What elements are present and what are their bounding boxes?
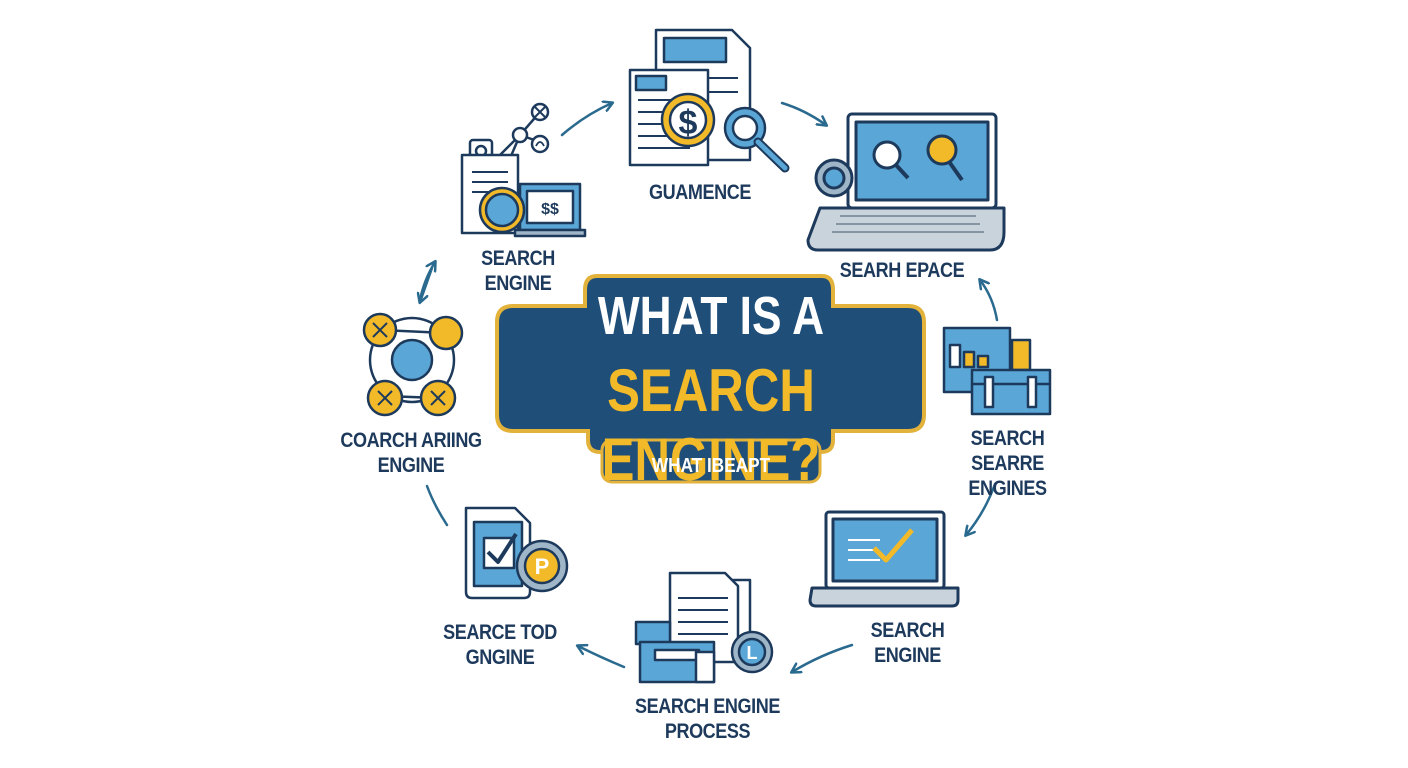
node-label-bottom-center-line1: SEARCH ENGINE [635,695,780,718]
cycle-arrows [420,101,999,672]
title-panel [495,274,926,484]
arrow-bottomright-to-bottomcenter [792,643,854,672]
node-label-mid-right-line1: SEARCH SEARRE [970,427,1045,475]
arrow-left-lower [425,484,449,527]
arrow-topleft-to-topcenter [560,103,612,137]
node-label-bottom-center-line2: PROCESS [664,720,751,743]
finance-document-icon [628,28,790,173]
node-label-mid-right-line2: ENGINES [968,477,1047,500]
dollar-symbol: $ [679,104,698,142]
node-label-top-right: SEARH EPACE [839,259,965,282]
node-label-mid-left-line2: ENGINE [377,454,445,477]
node-label-bottom-left-line2: GNGINE [465,646,535,669]
clock-symbol: L [747,643,758,663]
arrow-right-down [966,482,997,535]
coin-network-icon [362,312,464,417]
node-label-mid-left-line1: COARCH ARIING [340,429,482,452]
node-label-bottom-center: SEARCH ENGINE PROCESS [632,694,783,744]
cash-screen-symbol: $$ [541,201,559,218]
tablet-check-icon [464,506,569,600]
arrow-right-up [980,280,999,322]
node-label-bottom-left: SEARCE TOD GNGINE [436,620,565,670]
network-document-icon [460,102,587,238]
coin-p-symbol: P [535,554,550,579]
title-line-2: SEARCH ENGINE? [601,357,821,493]
arrow-bottomcenter-to-bottomleft [578,646,626,669]
title-line-1: WHAT IS A [597,286,825,346]
arrow-left-upper-b [420,266,434,302]
node-label-mid-left: COARCH ARIING ENGINE [338,428,484,478]
node-label-top-left: SEARCH ENGINE [481,247,555,295]
arrow-topcenter-to-topright [780,101,826,125]
node-label-bottom-right-line2: ENGINE [874,644,941,667]
node-label-bottom-right-line1: SEARCH [870,619,945,642]
title-subtitle: WHAT IBEAPT ENRPNCS [651,455,771,513]
node-label-bottom-right: SEARCH ENGINE [858,618,957,668]
node-label-mid-right: SEARCH SEARRE ENGINES [932,426,1083,501]
folder-cards-icon [942,326,1052,416]
node-label-bottom-left-line1: SEARCE TOD [443,621,557,644]
laptop-search-icon [806,112,1006,252]
laptop-check-icon [808,510,960,608]
node-label-top-center: GUAMENCE [649,181,751,204]
process-document-icon [634,571,774,684]
